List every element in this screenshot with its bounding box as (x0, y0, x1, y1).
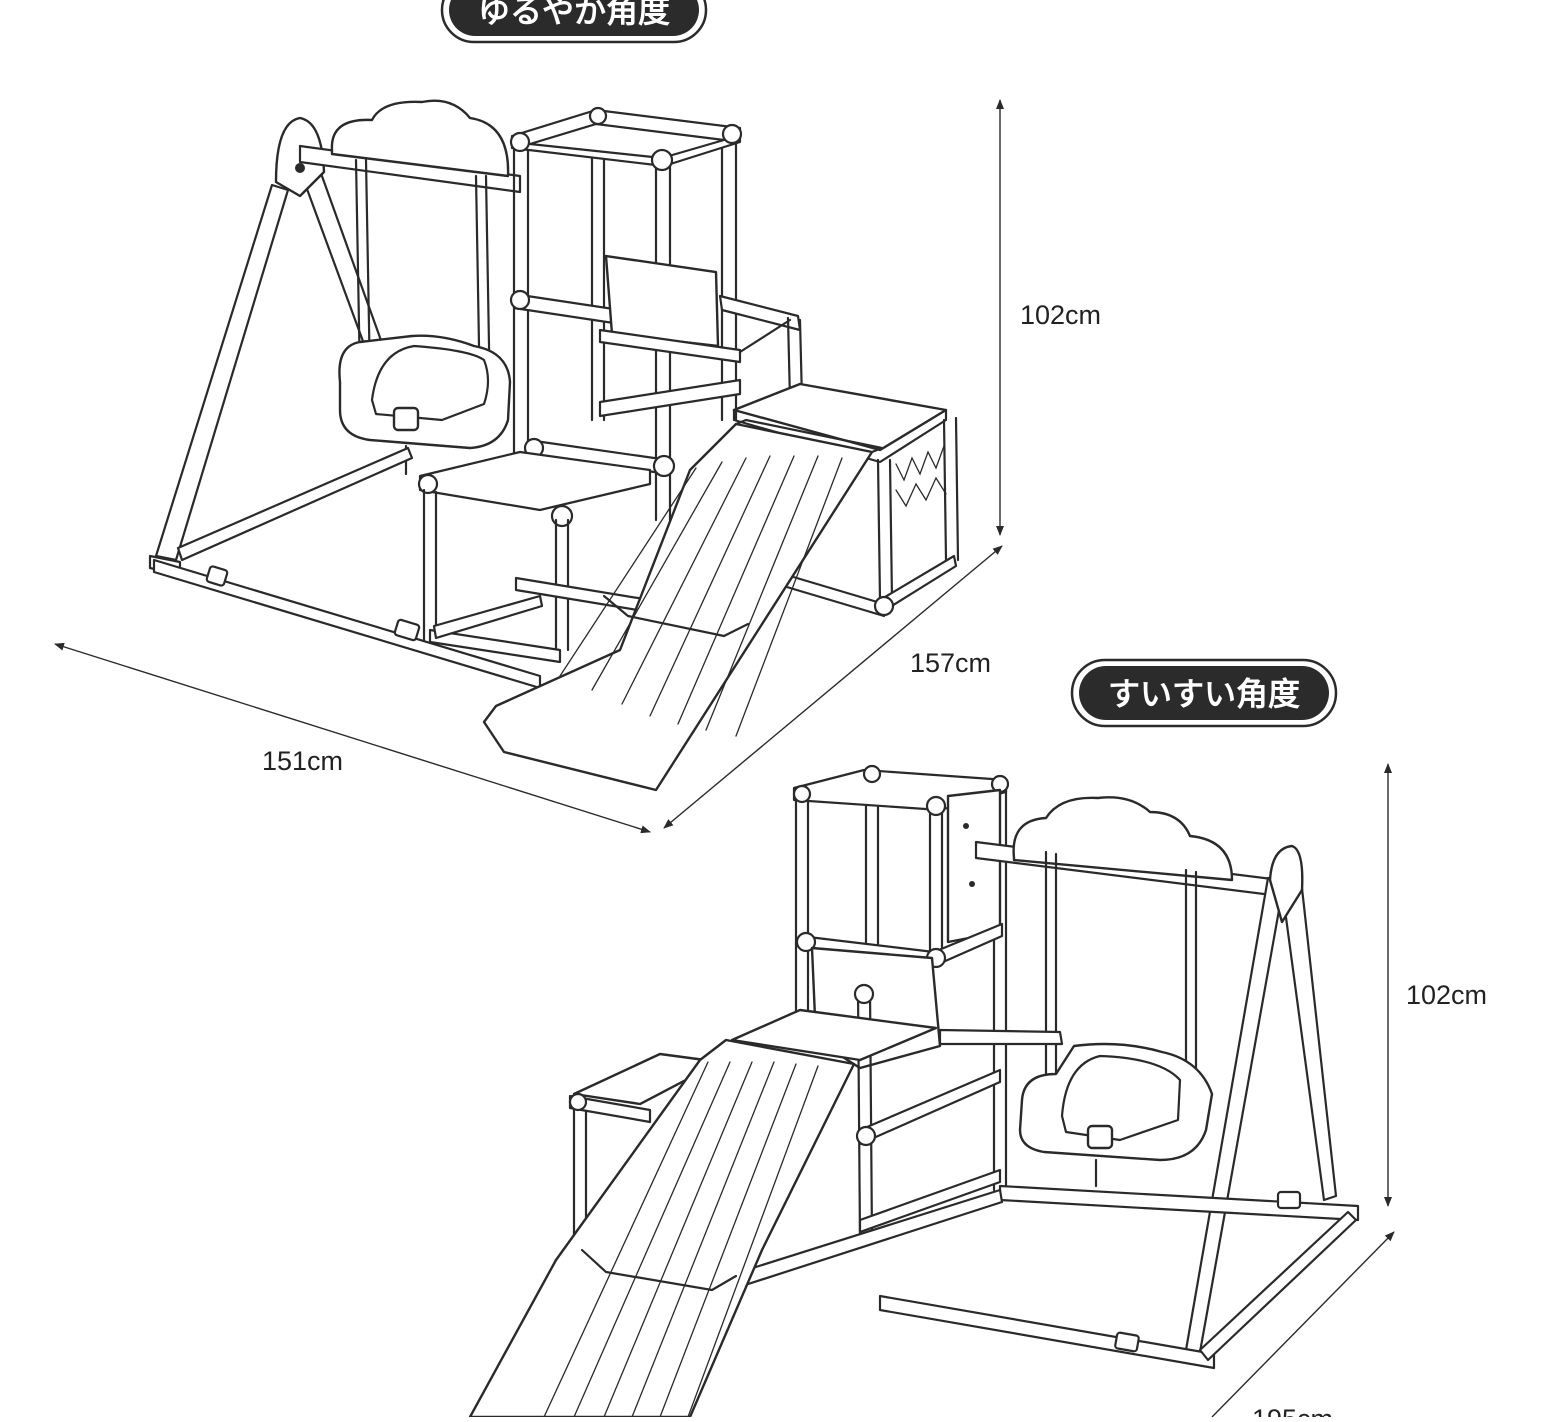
dimension-lines-gentle (54, 99, 1004, 834)
width-arrow-icon (54, 642, 651, 834)
swing-seat-2 (1018, 1042, 1214, 1162)
view-gentle-angle: ゆるやか角度 (54, 0, 1101, 834)
tower-side-panel (946, 788, 1002, 944)
depth-arrow-icon (663, 545, 1003, 829)
view1-depth: 157cm (910, 648, 991, 678)
climbing-tower-2 (792, 764, 1010, 1242)
swing-frame (148, 99, 522, 577)
view2-depth: 195cm (1252, 1404, 1333, 1417)
base-frame-2 (738, 1184, 1360, 1370)
dimension-lines-smooth (1211, 763, 1395, 1418)
view-smooth-angle: すいすい角度 (468, 658, 1487, 1422)
swing-canopy (330, 99, 510, 178)
depth-arrow-icon-2 (1211, 1231, 1395, 1418)
view1-label: ゆるやか角度 (478, 0, 670, 30)
view1-height: 102cm (1020, 300, 1101, 330)
label-pill-gentle: ゆるやか角度 (440, 0, 708, 44)
view2-label: すいすい角度 (1108, 675, 1300, 713)
mid-platform-2 (730, 1008, 1064, 1062)
swing-canopy-2 (1012, 796, 1234, 882)
slide-smooth (468, 1038, 856, 1419)
front-cube (417, 450, 652, 664)
label-pill-smooth: すいすい角度 (1070, 658, 1338, 728)
swing-frame-2 (974, 796, 1338, 1354)
view1-width: 151cm (262, 746, 343, 776)
view2-height: 102cm (1406, 980, 1487, 1010)
swing-end-cap-2 (1268, 844, 1304, 924)
climbing-tower (509, 106, 743, 522)
swing-seat (338, 334, 512, 450)
